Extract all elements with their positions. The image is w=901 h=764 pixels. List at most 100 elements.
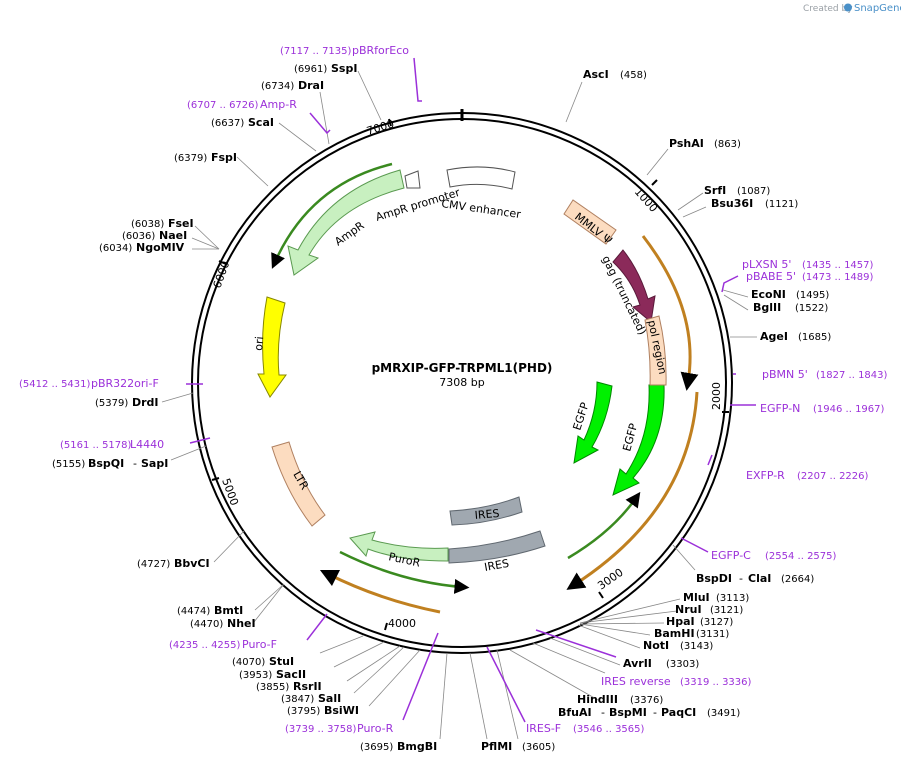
primer-pbr322ori-f[interactable]: (5412 .. 5431)pBR322ori-F [19, 377, 159, 390]
primer-egfp-n[interactable]: EGFP-N(1946 .. 1967) [760, 402, 885, 415]
svg-text:EGFP: EGFP [570, 401, 591, 432]
feature-ori[interactable]: ori [252, 296, 287, 398]
feature-ires-inner[interactable]: IRES [449, 496, 523, 526]
svg-text:(3376): (3376) [630, 695, 663, 706]
primer-ires-reverse[interactable]: IRES reverse(3319 .. 3336) [601, 675, 752, 688]
site-naei[interactable]: (6036)NaeI [122, 229, 187, 242]
svg-text:(5161 .. 5178): (5161 .. 5178) [60, 440, 132, 451]
svg-text:StuI: StuI [269, 655, 294, 668]
svg-text:(3847): (3847) [281, 694, 314, 705]
site-pshai[interactable]: PshAI(863) [669, 137, 741, 150]
svg-text:(6379): (6379) [174, 153, 207, 164]
svg-text:NaeI: NaeI [159, 229, 187, 242]
svg-text:-: - [653, 706, 657, 719]
site-fsei[interactable]: (6038)FseI [131, 217, 194, 230]
svg-text:AvrII: AvrII [623, 657, 652, 670]
svg-text:BspQI: BspQI [88, 457, 124, 470]
feature-ires-outer[interactable]: IRES [448, 530, 546, 574]
svg-text:BamHI: BamHI [654, 627, 695, 640]
site-bfuai[interactable]: BfuAI-BspMI-PaqCI(3491) [558, 706, 740, 719]
primer-pbabe5[interactable]: pBABE 5'(1473 .. 1489) [746, 270, 874, 283]
site-bspqi[interactable]: (5155)BspQI-SapI [52, 457, 168, 470]
primer-l4440[interactable]: (5161 .. 5178)L4440 [60, 438, 164, 451]
svg-text:Amp-R: Amp-R [260, 98, 297, 111]
primer-ires-f[interactable]: IRES-F(3546 .. 3565) [526, 722, 645, 735]
tick-2000: 2000 [710, 382, 729, 413]
svg-text:-: - [601, 706, 605, 719]
site-agei[interactable]: AgeI(1685) [760, 330, 831, 343]
site-bglii[interactable]: BglII(1522) [753, 301, 828, 314]
site-bmgbi[interactable]: (3695)BmgBI [360, 740, 437, 753]
site-srfi[interactable]: SrfI(1087) [704, 184, 770, 197]
site-hindiii[interactable]: HindIII (3376) [577, 693, 663, 706]
svg-text:(3131): (3131) [696, 629, 729, 640]
svg-text:(1473 .. 1489): (1473 .. 1489) [802, 272, 874, 283]
gag-orf-orange [641, 235, 699, 391]
svg-text:(2554 .. 2575): (2554 .. 2575) [765, 551, 837, 562]
site-noti[interactable]: NotI(3143) [643, 639, 713, 652]
primer-exfp-r[interactable]: EXFP-R(2207 .. 2226) [746, 469, 869, 482]
feature-egfp-outer[interactable]: EGFP [612, 384, 665, 496]
site-stui[interactable]: (4070)StuI [232, 655, 294, 668]
feature-mmlv-psi[interactable]: MMLV Ψ [563, 199, 617, 247]
site-pflmi[interactable]: PflMI(3605) [481, 740, 555, 753]
svg-text:pLXSN 5': pLXSN 5' [742, 258, 791, 271]
svg-text:pBRforEco: pBRforEco [352, 44, 409, 57]
tick-7000: 7000 [365, 117, 396, 138]
svg-text:(3143): (3143) [680, 641, 713, 652]
primer-egfp-c[interactable]: EGFP-C(2554 .. 2575) [711, 549, 837, 562]
svg-text:(3695): (3695) [360, 742, 393, 753]
svg-text:HindIII: HindIII [577, 693, 618, 706]
site-drai[interactable]: (6734)DraI [261, 79, 324, 92]
site-ngomiv[interactable]: (6034)NgoMIV [99, 241, 185, 254]
site-asci[interactable]: AscI(458) [583, 68, 647, 81]
site-leaders [161, 70, 757, 740]
svg-text:SalI: SalI [318, 692, 341, 705]
site-avrii[interactable]: AvrII(3303) [623, 657, 699, 670]
site-rsrii[interactable]: (3855)RsrII [256, 680, 322, 693]
feature-pol-region[interactable]: pol region [644, 315, 669, 386]
site-bsiwi[interactable]: (3795)BsiWI [287, 704, 359, 717]
site-mlui[interactable]: MluI(3113) [683, 591, 749, 604]
site-bsu36i[interactable]: Bsu36I(1121) [711, 197, 798, 210]
svg-text:SacII: SacII [276, 668, 306, 681]
site-sacii[interactable]: (3953)SacII [239, 668, 306, 681]
primer-pbmn5[interactable]: pBMN 5'(1827 .. 1843) [762, 368, 888, 381]
svg-text:pBR322ori-F: pBR322ori-F [91, 377, 159, 390]
feature-ltr[interactable]: LTR [271, 441, 326, 527]
svg-text:ClaI: ClaI [748, 572, 771, 585]
svg-text:(1522): (1522) [795, 303, 828, 314]
site-sali[interactable]: (3847) SalI [281, 692, 341, 705]
site-bmti[interactable]: (4474)BmtI [177, 604, 243, 617]
svg-text:Puro-F: Puro-F [242, 638, 277, 651]
svg-text:SspI: SspI [331, 62, 357, 75]
svg-text:(2207 .. 2226): (2207 .. 2226) [797, 471, 869, 482]
svg-text:IRES-F: IRES-F [526, 722, 561, 735]
site-nrui[interactable]: NruI(3121) [675, 603, 743, 616]
svg-text:SapI: SapI [141, 457, 168, 470]
site-drdi[interactable]: (5379)DrdI [95, 396, 159, 409]
svg-text:EGFP: EGFP [620, 422, 640, 453]
primer-puro-r[interactable]: (3739 .. 3758)Puro-R [285, 722, 394, 735]
site-econi[interactable]: EcoNI(1495) [751, 288, 829, 301]
svg-text:(3605): (3605) [522, 742, 555, 753]
site-scai[interactable]: (6637)ScaI [211, 116, 274, 129]
primer-plxsn5[interactable]: pLXSN 5'(1435 .. 1457) [742, 258, 874, 271]
svg-text:2000: 2000 [710, 382, 723, 410]
svg-text:IRES: IRES [474, 507, 500, 522]
site-fspi[interactable]: (6379)FspI [174, 151, 237, 164]
site-sspi[interactable]: (6961)SspI [294, 62, 357, 75]
site-bamhi[interactable]: BamHI(3131) [654, 627, 729, 640]
primer-amp-r[interactable]: (6707 .. 6726)Amp-R [187, 98, 297, 111]
site-hpai[interactable]: HpaI(3127) [666, 615, 733, 628]
svg-text:(458): (458) [620, 70, 647, 81]
feature-ampr[interactable]: AmpR [287, 169, 405, 276]
site-nhei[interactable]: (4470)NheI [190, 617, 256, 630]
site-bbvci[interactable]: (4727)BbvCI [137, 557, 210, 570]
site-bspdi[interactable]: BspDI-ClaI(2664) [696, 572, 814, 585]
credit-prefix: Created by [803, 4, 853, 14]
feature-egfp-inner[interactable]: EGFP [570, 381, 613, 464]
primer-pbrforeco[interactable]: (7117 .. 7135)pBRforEco [280, 44, 409, 57]
primer-puro-f[interactable]: (4235 .. 4255)Puro-F [169, 638, 277, 651]
